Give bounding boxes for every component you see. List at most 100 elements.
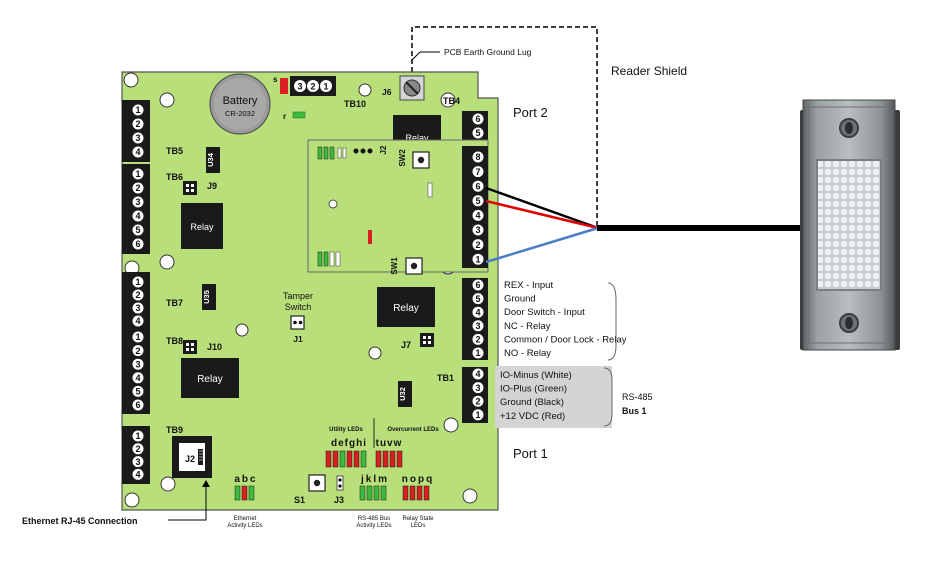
j2-small-header — [353, 148, 373, 154]
tb2-pin — [472, 279, 484, 291]
tamper-switch — [290, 315, 305, 330]
reader-pin-number: 4 — [475, 211, 480, 221]
tb5-pin-number: 4 — [135, 147, 140, 157]
card-reader — [800, 99, 900, 351]
battery-model-label: CR-2032 — [225, 109, 255, 118]
tb6-label: TB6 — [166, 172, 183, 182]
reader-pin-number: 1 — [475, 254, 480, 264]
sw2-switch — [412, 151, 430, 169]
tb2-pin-number: 6 — [475, 280, 480, 290]
tb5-pin-number: 3 — [135, 133, 140, 143]
relay-state-label-1: Relay State — [402, 516, 434, 522]
sw2-label: SW2 — [398, 149, 407, 167]
j9-jumper — [183, 181, 197, 195]
tb8-pin — [132, 399, 144, 411]
reader-pin — [472, 180, 484, 192]
s1-label: S1 — [294, 495, 305, 505]
tb6-pin — [132, 196, 144, 208]
tb6-pin — [132, 238, 144, 250]
tb7-pin — [132, 315, 144, 327]
tb8-pin — [132, 331, 144, 343]
tb9-pin-number: 4 — [135, 470, 140, 480]
tb7-pin — [132, 276, 144, 288]
tb9-pin-number: 2 — [135, 444, 140, 454]
eth-led-letters: abc — [234, 474, 257, 485]
tb6-pin-number: 1 — [135, 169, 140, 179]
wire-blue — [485, 226, 599, 264]
utility-leds — [325, 450, 367, 468]
j3-jumper — [336, 475, 344, 491]
battery: Battery CR-2032 — [209, 73, 271, 135]
tb7-label: TB7 — [166, 298, 183, 308]
tb7-pin — [132, 289, 144, 301]
svg-text:1: 1 — [323, 82, 328, 92]
reader-pin-number: 6 — [475, 181, 480, 191]
u34-chip: U34 — [206, 147, 220, 173]
svg-text:Relay: Relay — [405, 133, 429, 143]
tb9-pin — [132, 430, 144, 442]
tb8-pin — [132, 385, 144, 397]
tb7-pin — [132, 302, 144, 314]
tb2-pin — [472, 320, 484, 332]
tb2-bracket — [607, 282, 617, 361]
tb7-pin-number: 4 — [135, 316, 140, 326]
r-marker — [292, 111, 306, 119]
tb10-label: TB10 — [344, 99, 366, 109]
tamper-label-2: Switch — [285, 302, 312, 312]
svg-text:U35: U35 — [202, 290, 211, 304]
ground-lug — [399, 75, 425, 101]
j9-label: J9 — [207, 181, 217, 191]
j6-label: J6 — [382, 87, 392, 97]
tb8-pin — [132, 345, 144, 357]
daughter-leds-bottom — [317, 251, 341, 267]
tb7-pin-number: 2 — [135, 290, 140, 300]
tb2-pin — [472, 333, 484, 345]
port1-label: Port 1 — [513, 446, 548, 461]
tb2-pin — [472, 347, 484, 359]
tb1-label: TB1 — [437, 373, 454, 383]
svg-text:J2: J2 — [185, 454, 195, 464]
reader-shield-label: Reader Shield — [611, 64, 687, 78]
tb8-pin-number: 6 — [135, 400, 140, 410]
tb2-pin-number: 3 — [475, 321, 480, 331]
tb1-pin-number: 4 — [475, 369, 480, 379]
tb8-pin-number: 3 — [135, 359, 140, 369]
svg-text:5: 5 — [475, 128, 480, 138]
daughter-hole-small — [328, 199, 338, 209]
j10-jumper — [183, 340, 197, 354]
tb2-legend-item: NC - Relay — [504, 321, 551, 332]
tb2-legend-item: Ground — [504, 294, 536, 305]
tb5-label: TB5 — [166, 146, 183, 156]
reader-pin-number: 3 — [475, 225, 480, 235]
tb1-pin-number: 3 — [475, 383, 480, 393]
tb2-legend-item: Door Switch - Input — [504, 307, 585, 318]
reader-pin-number: 8 — [475, 152, 480, 162]
tb5-pin — [132, 104, 144, 116]
tb4-pins: 6 5 — [472, 113, 484, 139]
svg-text:Relay: Relay — [393, 303, 419, 314]
tb1-legend-item: IO-Minus (White) — [500, 370, 572, 381]
svg-text:2: 2 — [310, 82, 315, 92]
tb8-block — [122, 328, 150, 414]
s-mark-label: s — [273, 75, 278, 84]
reader-pin — [472, 209, 484, 221]
j10-label: J10 — [207, 342, 222, 352]
tb2-pin-number: 2 — [475, 335, 480, 345]
reader-pin-number: 5 — [475, 196, 480, 206]
tb8-pin-number: 4 — [135, 373, 140, 383]
tb1-pin — [472, 382, 484, 394]
tb9-pin-number: 3 — [135, 457, 140, 467]
ethernet-activity-label-2: Activity LEDs — [227, 523, 262, 529]
ethernet-activity-leds — [234, 485, 255, 501]
tb6-pin-number: 5 — [135, 225, 140, 235]
rs485-label: RS-485 — [622, 392, 653, 402]
u35-chip: U35 — [202, 284, 216, 310]
tb8-pin-number: 2 — [135, 346, 140, 356]
reader-pin — [472, 195, 484, 207]
tb1-legend-item: IO-Plus (Green) — [500, 384, 567, 395]
